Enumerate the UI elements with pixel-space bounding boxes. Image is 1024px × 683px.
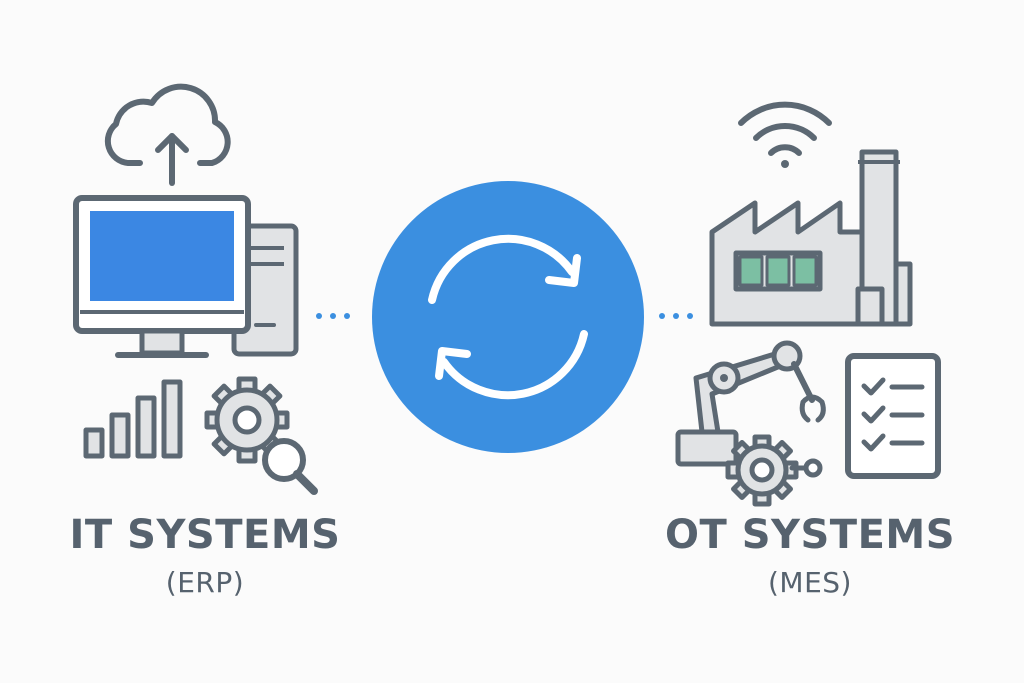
gear-search-icon (204, 376, 318, 495)
connector-dots-right (659, 313, 693, 319)
checklist-icon (845, 353, 941, 479)
robot-arm-icon (675, 340, 826, 467)
connector-dots-left (316, 313, 350, 319)
it-systems-title: IT SYSTEMS (69, 512, 341, 558)
it-systems-subtitle: (ERP) (165, 566, 245, 599)
gear-icon (725, 434, 823, 507)
factory-icon (709, 149, 913, 327)
wifi-icon (738, 101, 832, 168)
bar-chart-icon (83, 379, 183, 459)
ot-systems-subtitle: (MES) (768, 566, 852, 599)
cloud-upload-icon (104, 83, 231, 186)
sync-icon (372, 181, 644, 453)
desktop-computer-icon (73, 195, 251, 358)
ot-systems-title: OT SYSTEMS (664, 512, 956, 558)
